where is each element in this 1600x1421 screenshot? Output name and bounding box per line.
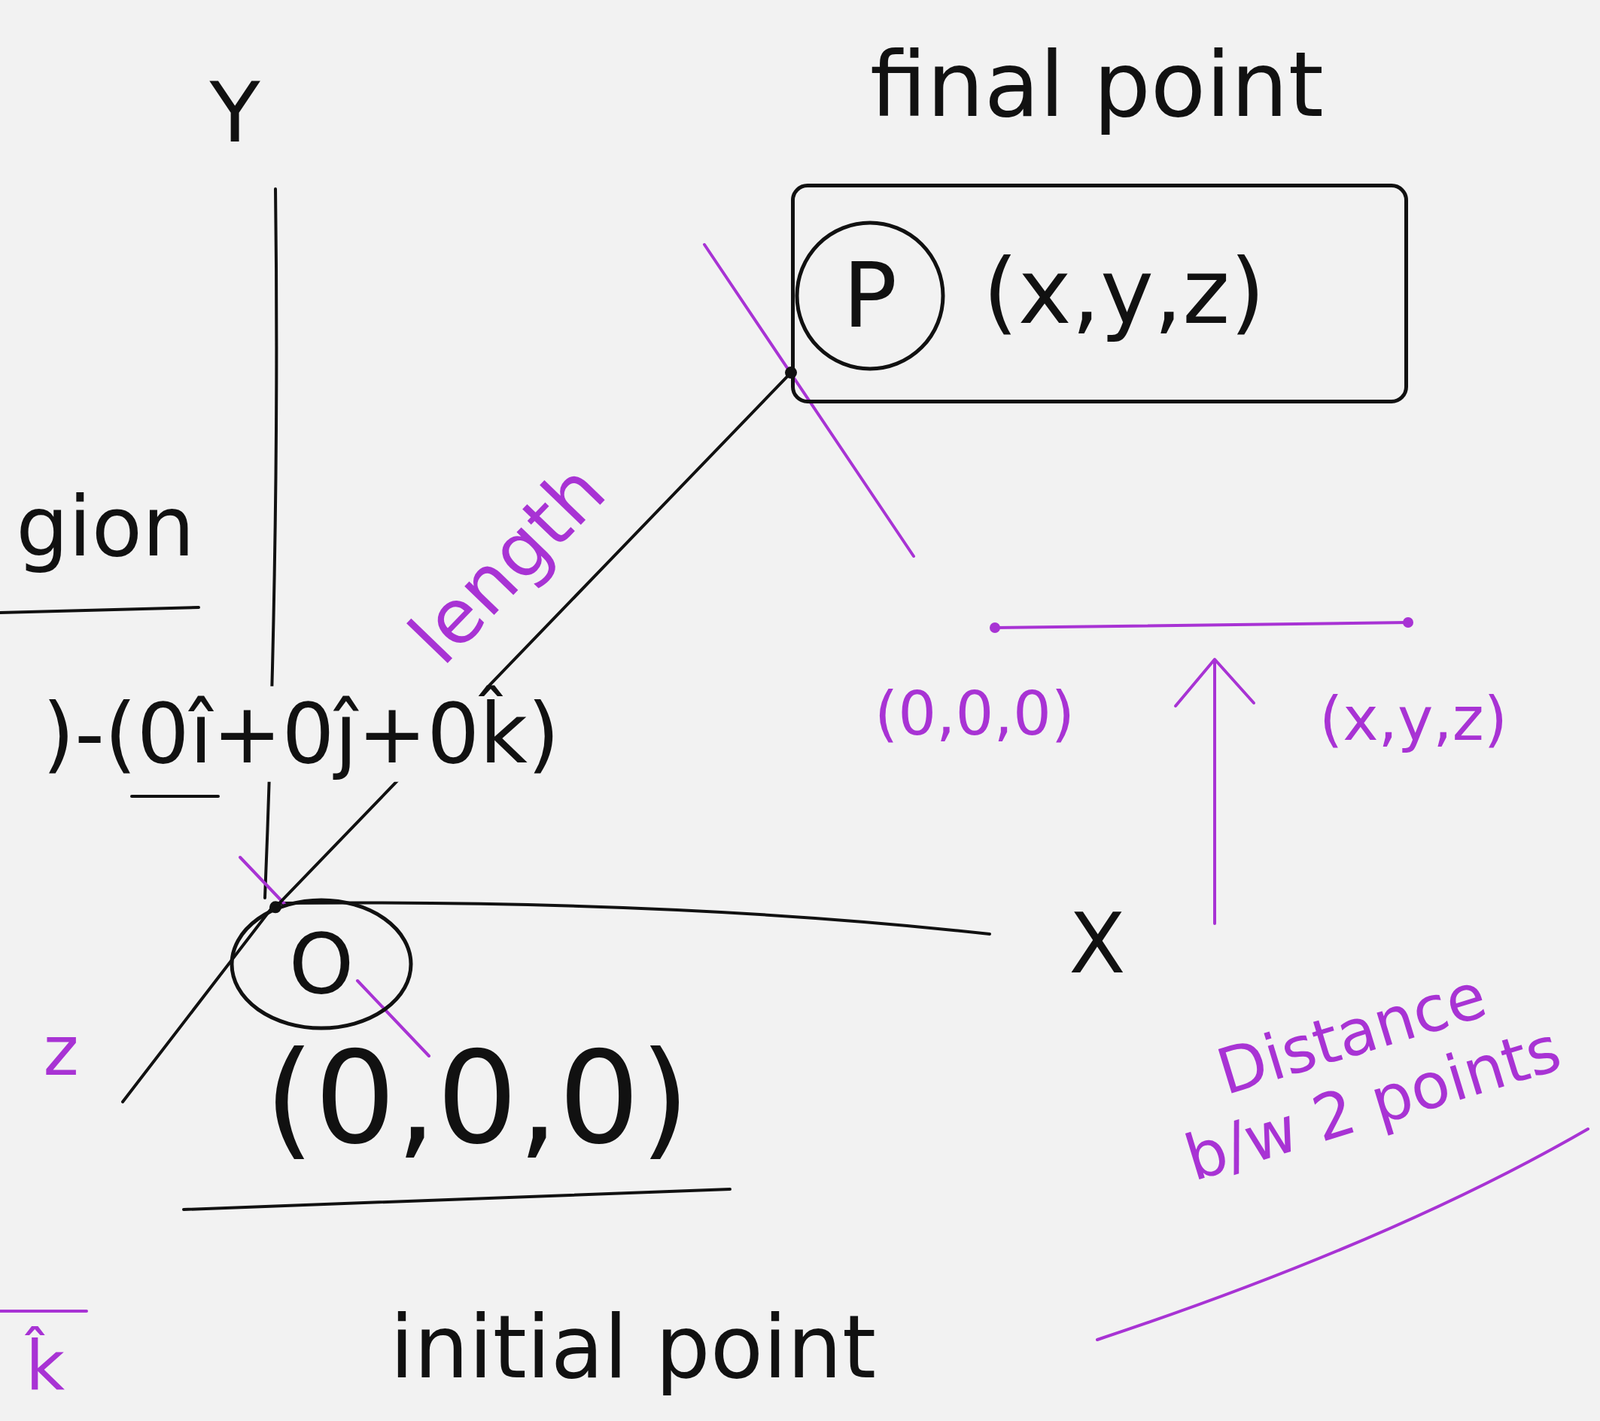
outline-shape xyxy=(231,900,411,1029)
vector-expression: )-(0î+0ĵ+0k̂) xyxy=(37,686,565,782)
pointer-arrow xyxy=(1213,662,1217,924)
note: Distance b/w 2 points xyxy=(1149,940,1574,1197)
vector-symbol: k̂ xyxy=(25,1326,65,1406)
note: initial point xyxy=(389,1297,877,1397)
z-axis xyxy=(122,903,276,1102)
coordinates: (0,0,0) xyxy=(264,1025,690,1173)
y-axis xyxy=(264,188,277,898)
underline xyxy=(1097,1128,1588,1340)
connector xyxy=(269,366,797,913)
axis-label: z xyxy=(42,1012,79,1091)
arrow-head xyxy=(1175,659,1254,706)
heading: final point xyxy=(869,33,1324,137)
coordinates: (x,y,z) xyxy=(1319,684,1508,755)
edge-label: length xyxy=(392,447,622,680)
note: gion xyxy=(15,479,195,575)
underline xyxy=(183,1189,731,1210)
origin-name: O xyxy=(288,916,355,1013)
coordinates: (x,y,z) xyxy=(982,240,1266,344)
distance-segment xyxy=(994,622,1409,628)
point-name: P xyxy=(842,243,898,348)
origin-ellipse: O xyxy=(229,897,414,1031)
tick-mark xyxy=(240,857,286,906)
point-dot xyxy=(1402,617,1414,628)
axis-label: Y xyxy=(209,65,260,162)
outline-shape xyxy=(796,222,943,369)
point-circle: P xyxy=(794,220,946,372)
overline xyxy=(0,1309,87,1313)
coordinates: (0,0,0) xyxy=(874,679,1075,749)
axis-label: X xyxy=(1068,896,1126,992)
point-dot xyxy=(989,622,1001,633)
underline xyxy=(0,607,199,613)
point-box: final point(x,y,z)P xyxy=(790,183,1409,404)
underline xyxy=(131,794,219,798)
connector-line xyxy=(275,372,791,907)
